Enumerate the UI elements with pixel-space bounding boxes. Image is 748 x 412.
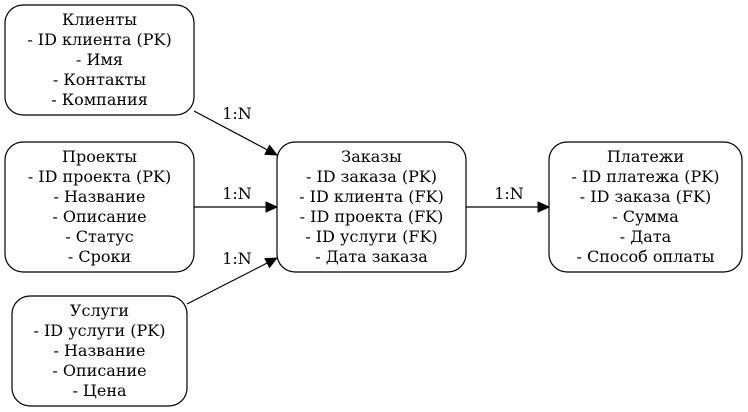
entity-field: - ID услуги (PK) <box>33 321 165 340</box>
entity-field: - ID заказа (PK) <box>306 167 437 186</box>
entity-field: - Описание <box>52 207 146 226</box>
entity-box <box>4 141 195 273</box>
relation-services-orders: 1:N <box>186 249 279 305</box>
entity-title: Услуги <box>70 301 129 320</box>
entity-box <box>11 295 188 407</box>
entity-field: - ID клиента (FK) <box>299 187 444 206</box>
relation-line <box>193 110 268 151</box>
entity-field: - Дата заказа <box>315 247 428 266</box>
entity-field: - Статус <box>65 227 133 246</box>
entity-title: Заказы <box>341 147 402 166</box>
entities-layer: Клиенты- ID клиента (PK)- Имя- Контакты-… <box>4 4 743 407</box>
arrowhead-icon <box>264 257 279 269</box>
entity-field: - ID проекта (FK) <box>300 207 444 226</box>
relations-layer: 1:N 1:N 1:N 1:N <box>186 104 551 305</box>
entity-payments: Платежи- ID платежа (PK)- ID заказа (FK)… <box>548 141 743 273</box>
entity-field: - ID заказа (FK) <box>580 187 711 206</box>
entity-field: - Сумма <box>612 207 679 226</box>
entity-field: - Название <box>53 187 145 206</box>
relation-projects-orders: 1:N <box>194 184 279 213</box>
entity-projects: Проекты- ID проекта (PK)- Название- Опис… <box>4 141 195 273</box>
arrowhead-icon <box>265 201 279 213</box>
entity-title: Платежи <box>607 147 684 166</box>
relation-clients-orders: 1:N <box>193 104 279 156</box>
entity-field: - Сроки <box>68 247 131 266</box>
entity-orders: Заказы- ID заказа (PK)- ID клиента (FK)-… <box>276 141 467 273</box>
entity-field: - ID клиента (PK) <box>27 30 171 49</box>
entity-field: - Описание <box>52 361 146 380</box>
entity-field: - Способ оплаты <box>577 247 715 266</box>
entity-field: - Цена <box>72 381 127 400</box>
relation-line <box>186 262 268 305</box>
entity-box <box>4 4 195 116</box>
entity-clients: Клиенты- ID клиента (PK)- Имя- Контакты-… <box>4 4 195 116</box>
relation-label: 1:N <box>222 104 252 123</box>
entity-field: - ID платежа (PK) <box>572 167 720 186</box>
entity-field: - ID услуги (FK) <box>305 227 437 246</box>
entity-title: Клиенты <box>62 10 137 29</box>
arrowhead-icon <box>264 144 279 156</box>
entity-services: Услуги- ID услуги (PK)- Название- Описан… <box>11 295 188 407</box>
entity-field: - ID проекта (PK) <box>28 167 171 186</box>
entity-field: - Имя <box>76 50 123 69</box>
entity-field: - Дата <box>620 227 672 246</box>
relation-label: 1:N <box>494 184 524 203</box>
relation-label: 1:N <box>222 184 252 203</box>
relation-orders-payments: 1:N <box>466 184 551 213</box>
entity-title: Проекты <box>62 147 137 166</box>
entity-box <box>548 141 743 273</box>
entity-box <box>276 141 467 273</box>
relation-label: 1:N <box>222 249 252 268</box>
entity-field: - Название <box>53 341 145 360</box>
entity-field: - Контакты <box>53 70 146 89</box>
entity-field: - Компания <box>51 90 148 109</box>
arrowhead-icon <box>537 201 551 213</box>
